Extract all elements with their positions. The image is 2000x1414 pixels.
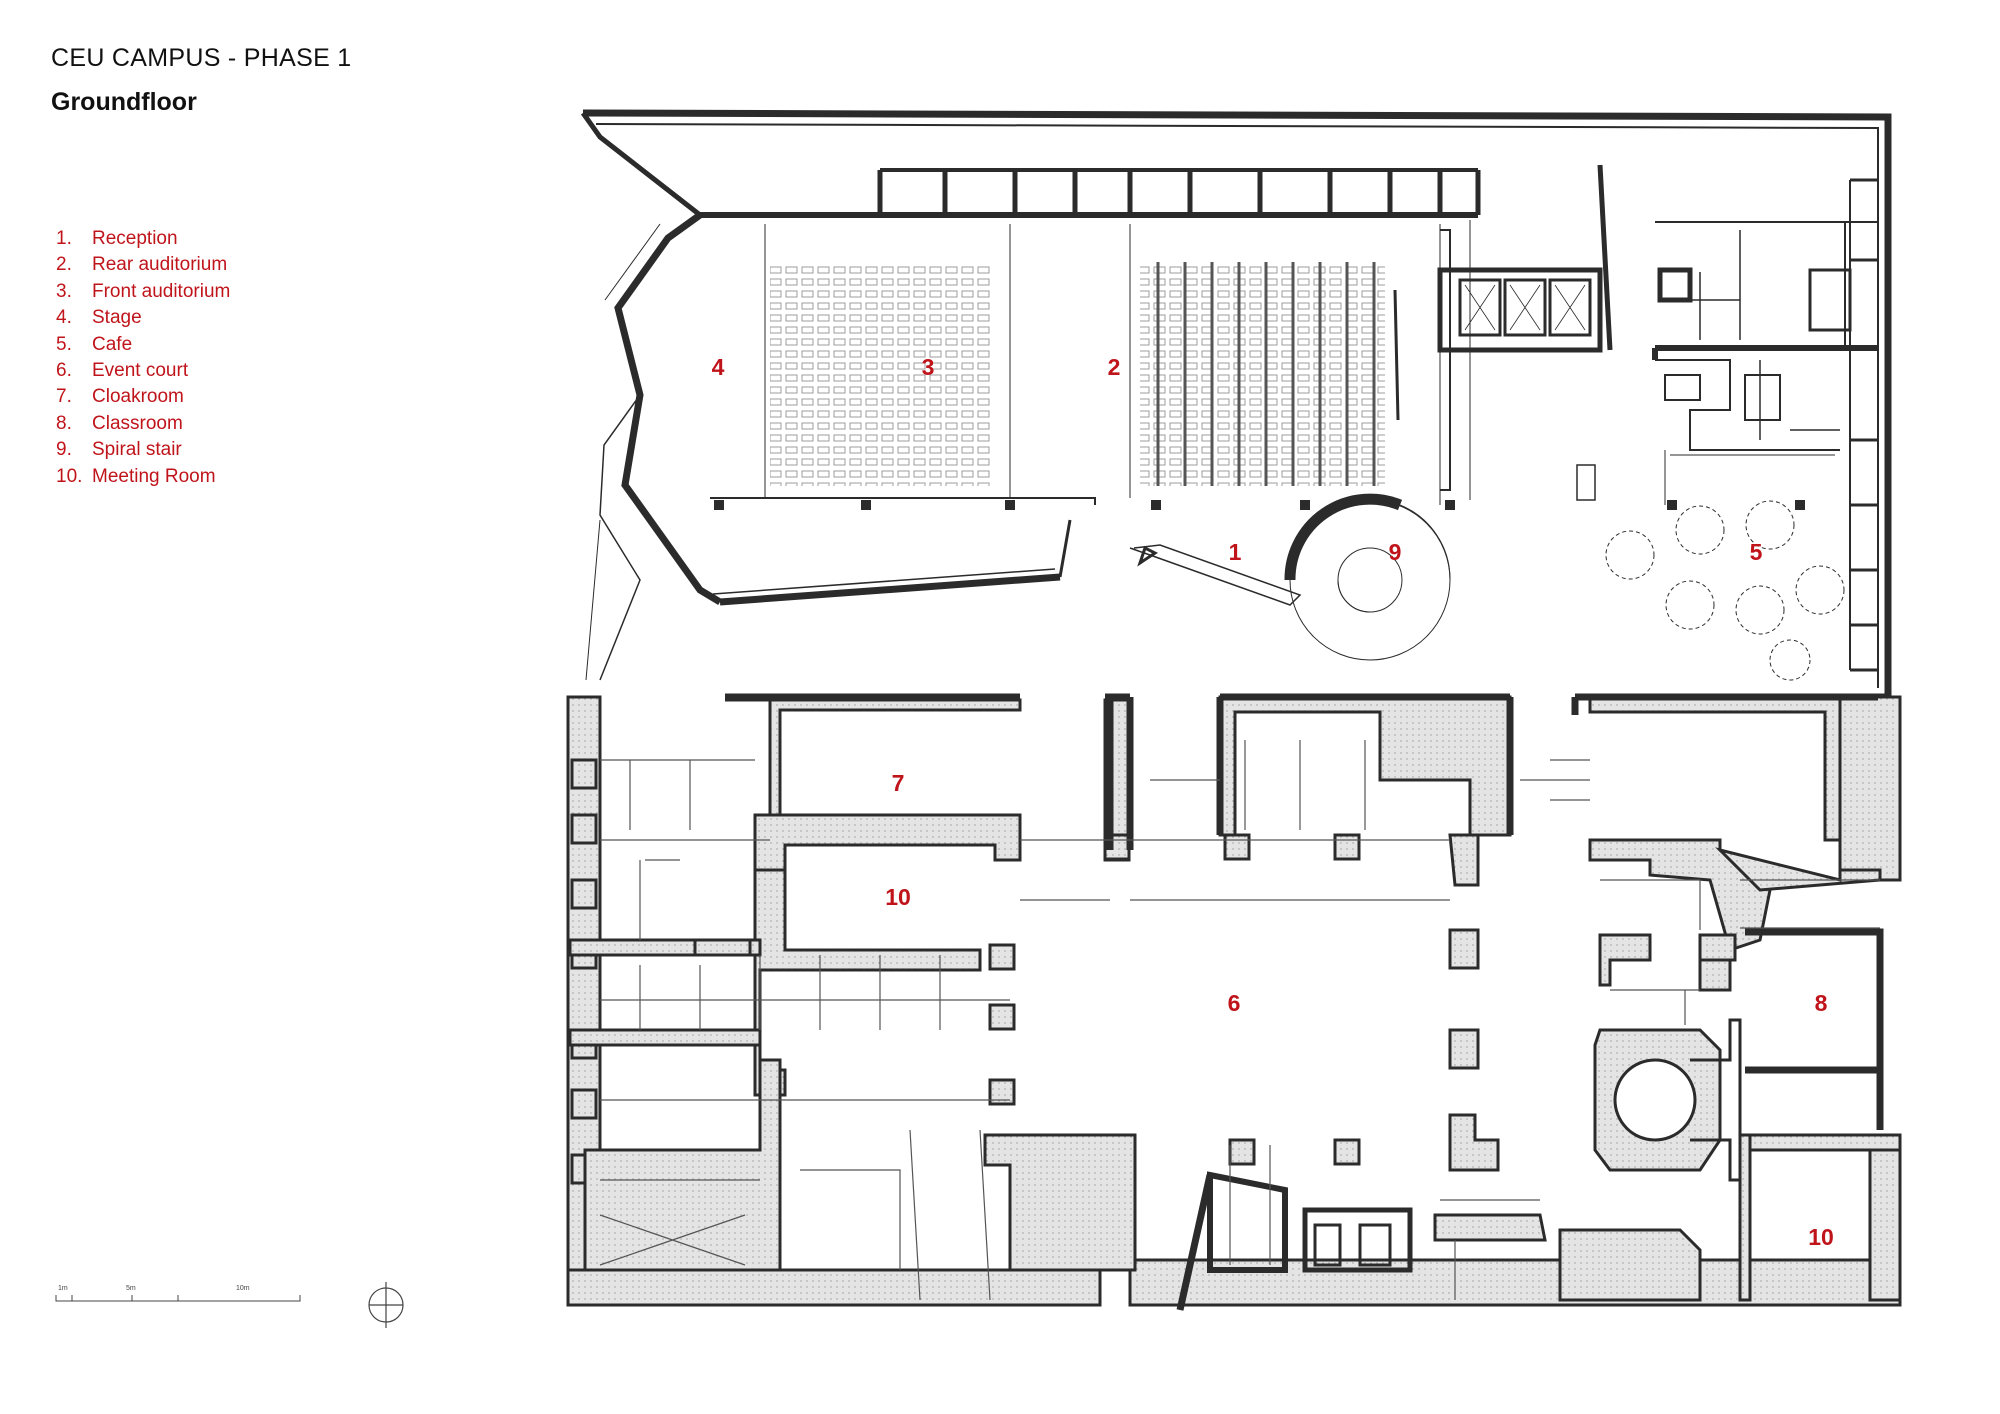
floor-name: Groundfloor bbox=[51, 88, 197, 116]
scale-label-10m: 10m bbox=[236, 1285, 250, 1292]
legend-item: 3.Front auditorium bbox=[56, 280, 231, 302]
legend-item: 6.Event court bbox=[56, 359, 189, 381]
room-label: 3 bbox=[922, 354, 935, 380]
room-labels: 1 2 3 4 5 6 7 8 9 10 10 bbox=[712, 354, 1834, 1250]
legend-item: 10.Meeting Room bbox=[56, 465, 216, 487]
legend-item: 1.Reception bbox=[56, 228, 178, 249]
scale-label-5m: 5m bbox=[126, 1285, 136, 1292]
lower-thin-lines bbox=[599, 740, 1880, 1301]
legend-item: 2.Rear auditorium bbox=[56, 254, 228, 276]
legend-item: 8.Classroom bbox=[56, 412, 183, 434]
scale-bar: 1m 5m 10m bbox=[55, 1285, 301, 1302]
room-label: 8 bbox=[1815, 990, 1828, 1016]
lower-building bbox=[566, 695, 1902, 1307]
room-label: 2 bbox=[1108, 354, 1121, 380]
room-label: 9 bbox=[1389, 539, 1402, 565]
drawing-title: CEU CAMPUS - PHASE 1 bbox=[51, 44, 352, 72]
room-label: 6 bbox=[1228, 990, 1241, 1016]
room-label: 1 bbox=[1229, 539, 1242, 565]
room-label: 10 bbox=[885, 884, 911, 910]
scale-label-1m: 1m bbox=[58, 1285, 68, 1292]
room-label: 5 bbox=[1750, 539, 1763, 565]
room-label: 7 bbox=[892, 770, 905, 796]
room-label: 10 bbox=[1808, 1224, 1834, 1250]
north-arrow-icon bbox=[368, 1282, 404, 1328]
room-legend: 1.Reception 2.Rear auditorium 3.Front au… bbox=[56, 226, 230, 490]
lower-walls bbox=[725, 693, 1884, 1311]
legend-item: 7.Cloakroom bbox=[56, 386, 184, 408]
legend-item: 9.Spiral stair bbox=[56, 439, 182, 461]
auditorium-seating bbox=[770, 262, 1385, 486]
room-label: 4 bbox=[712, 354, 725, 380]
legend-item: 4.Stage bbox=[56, 307, 142, 329]
legend-item: 5.Cafe bbox=[56, 333, 133, 355]
